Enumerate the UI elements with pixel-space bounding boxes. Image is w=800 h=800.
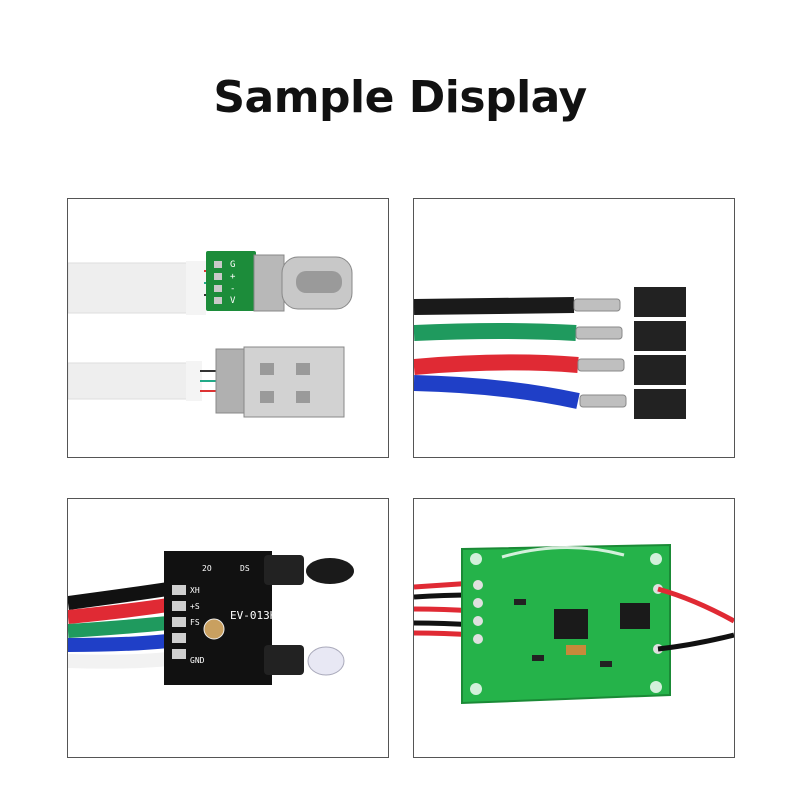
board-label-gnd: GND: [190, 656, 205, 665]
white-cable-top: [68, 262, 199, 314]
output-wire-black: [657, 632, 734, 652]
cable-sleeve-top: [186, 261, 206, 315]
pcb-label-g: G: [230, 260, 235, 270]
wire-green: [414, 323, 577, 341]
ir-receiver-sleeve: [264, 555, 304, 585]
photo-ir-sensor-module: XH +S FS GND 2O DS EV-013H: [67, 498, 389, 758]
pcb-label-minus: -: [230, 284, 235, 294]
ir-emitter-sleeve: [264, 645, 304, 675]
wire-white: [68, 652, 169, 669]
board-label-2o: 2O: [202, 564, 212, 573]
photo-usb-connectors: G + - V: [67, 198, 389, 458]
ir-emitter-led: [307, 646, 345, 676]
wire-blue: [414, 375, 580, 409]
pcb-label-plus: +: [230, 272, 236, 282]
page-title: Sample Display: [213, 72, 587, 123]
potentiometer: [203, 618, 225, 640]
photo-colored-wires: [413, 198, 735, 458]
ir-sensor-illustration: XH +S FS GND 2O DS EV-013H: [68, 551, 354, 685]
dupont-housings: [634, 287, 686, 419]
white-cable-bottom: [68, 362, 199, 400]
green-pcb-illustration: [414, 543, 734, 705]
wire-red: [68, 598, 170, 624]
output-wire-red: [657, 586, 734, 624]
wire-red: [414, 354, 579, 375]
usb-connectors-illustration: G + - V: [68, 251, 353, 418]
board-model-label: EV-013H: [230, 609, 276, 622]
usb-a-plug: [243, 346, 345, 418]
board-label-fs: FS: [190, 618, 200, 627]
crimp-terminals: [573, 298, 627, 408]
main-ic-chip: [554, 609, 588, 639]
board-label-s: +S: [190, 602, 200, 611]
colored-wires-illustration: [414, 287, 686, 419]
board-label-ds: DS: [240, 564, 250, 573]
wire-blue: [68, 634, 169, 652]
photo-green-circuit-board: [413, 498, 735, 758]
usb-a-body: [215, 348, 247, 414]
pcb-label-v: V: [230, 296, 236, 306]
board-label-xh: XH: [190, 586, 200, 595]
wire-black: [414, 297, 575, 315]
wire-green: [68, 616, 169, 638]
usb-c-housing: [253, 254, 285, 312]
ir-receiver: [306, 558, 354, 584]
wire-black: [68, 582, 170, 610]
side-ic-chip: [620, 603, 650, 629]
